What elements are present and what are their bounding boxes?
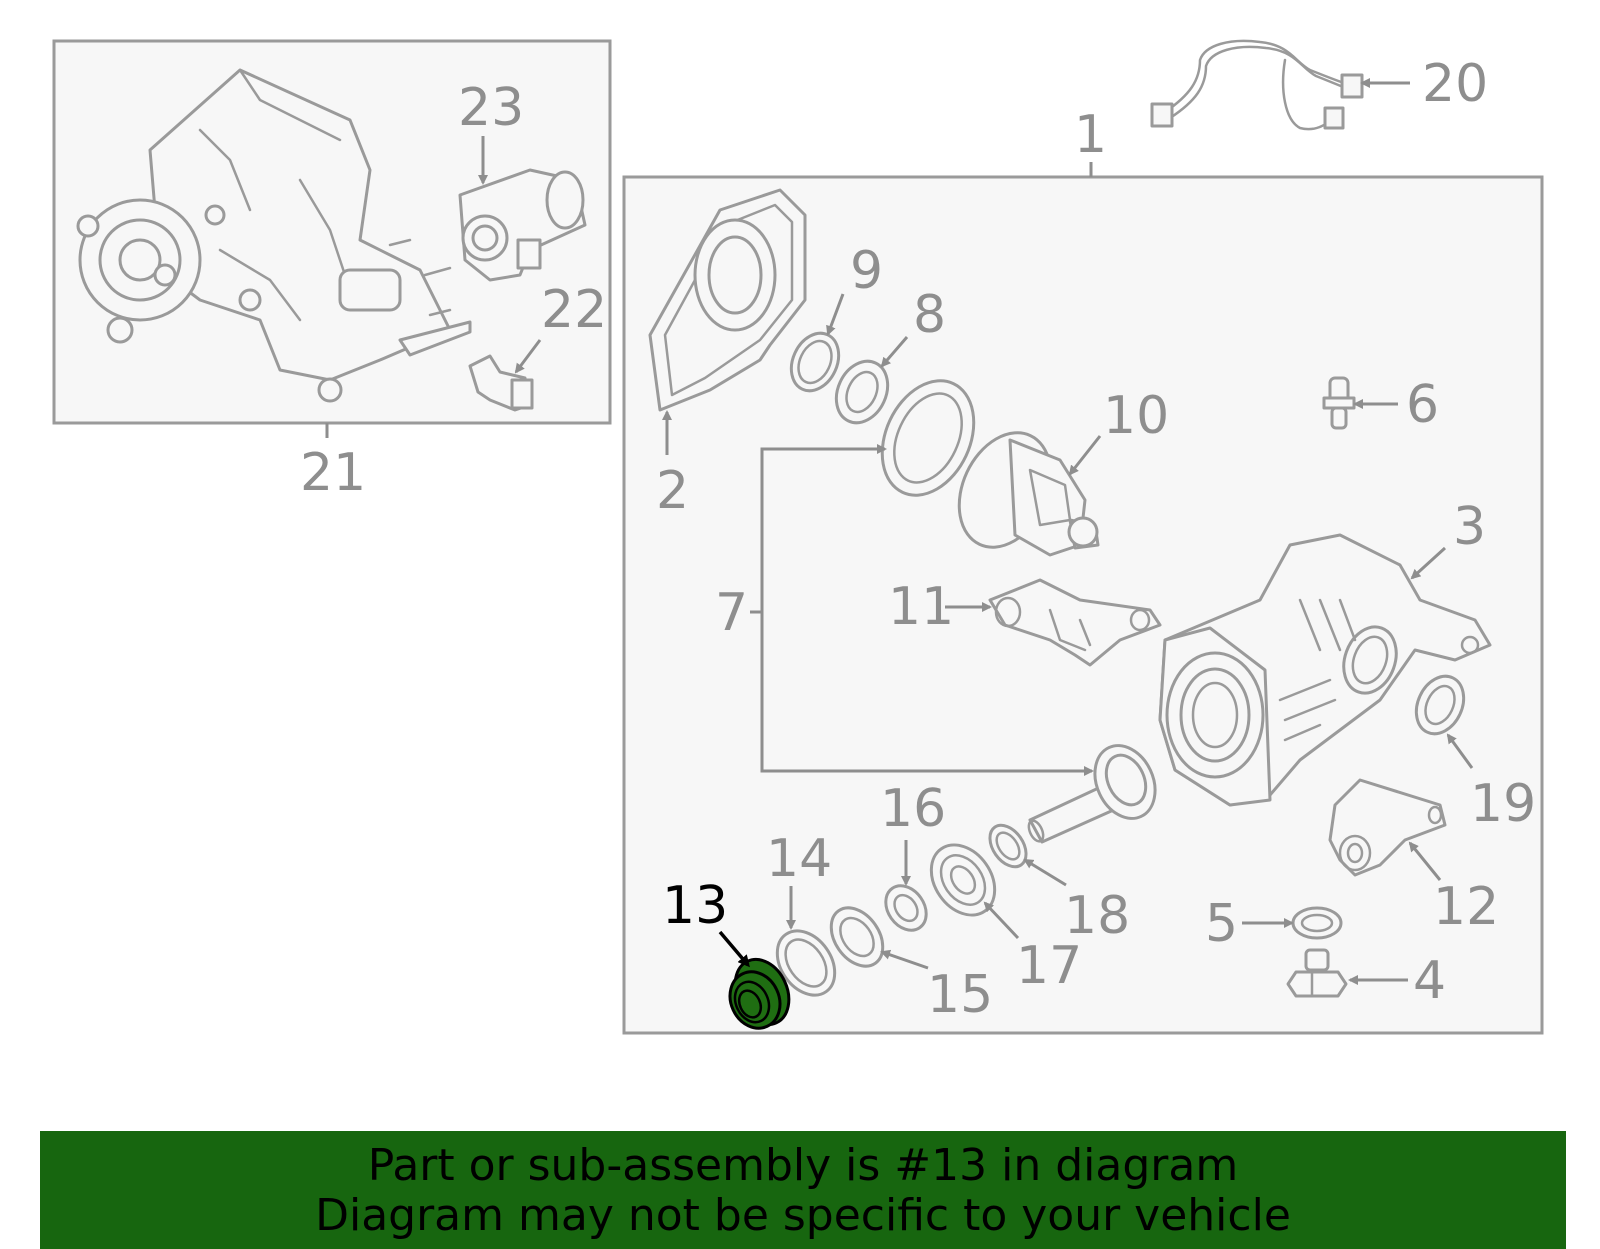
rear-mount-12	[1328, 778, 1447, 877]
callout-16: 16	[880, 779, 946, 839]
callout-22: 22	[541, 280, 607, 340]
callout-6: 6	[1406, 375, 1439, 435]
actuator-motor	[458, 168, 587, 282]
callout-3: 3	[1453, 497, 1486, 557]
callout-17: 17	[1016, 936, 1082, 996]
callout-18: 18	[1064, 886, 1130, 946]
transfer-case-housing	[76, 68, 472, 403]
drain-plug-4	[1286, 948, 1348, 998]
callout-5: 5	[1205, 894, 1238, 954]
banner-line-1: Part or sub-assembly is #13 in diagram	[367, 1140, 1239, 1191]
callout-8: 8	[913, 285, 946, 345]
washer-14	[775, 929, 837, 997]
callout-23: 23	[458, 78, 524, 138]
washer-5	[1291, 906, 1343, 940]
cover-gasket	[648, 188, 807, 412]
bearing-ring	[880, 379, 976, 497]
differential-case	[957, 431, 1100, 557]
highlighted-part-13[interactable]	[721, 951, 799, 1037]
callout-2: 2	[656, 461, 689, 521]
callout-15: 15	[927, 965, 993, 1025]
pinion-gear	[1027, 744, 1157, 844]
mount-bracket-11	[988, 578, 1162, 667]
callout-7: 7	[715, 583, 748, 643]
callout-13: 13	[662, 876, 728, 936]
banner-line-2: Diagram may not be specific to your vehi…	[315, 1190, 1291, 1241]
callout-21: 21	[300, 443, 366, 503]
callout-14: 14	[766, 829, 832, 889]
callout-1: 1	[1074, 105, 1107, 165]
callout-11: 11	[888, 577, 954, 637]
callout-10: 10	[1103, 386, 1169, 446]
callout-19: 19	[1470, 774, 1536, 834]
breather-6	[1322, 376, 1356, 430]
assembly-21-inset	[52, 39, 612, 438]
seal-15	[829, 906, 885, 968]
differential-carrier	[1158, 533, 1492, 807]
wire-harness	[1150, 39, 1364, 131]
sensor-22	[468, 354, 534, 412]
callout-9: 9	[850, 241, 883, 301]
callout-4: 4	[1413, 951, 1446, 1011]
info-banner: Part or sub-assembly is #13 in diagram D…	[40, 1131, 1566, 1249]
callout-20: 20	[1422, 54, 1488, 114]
callout-12: 12	[1433, 877, 1499, 937]
